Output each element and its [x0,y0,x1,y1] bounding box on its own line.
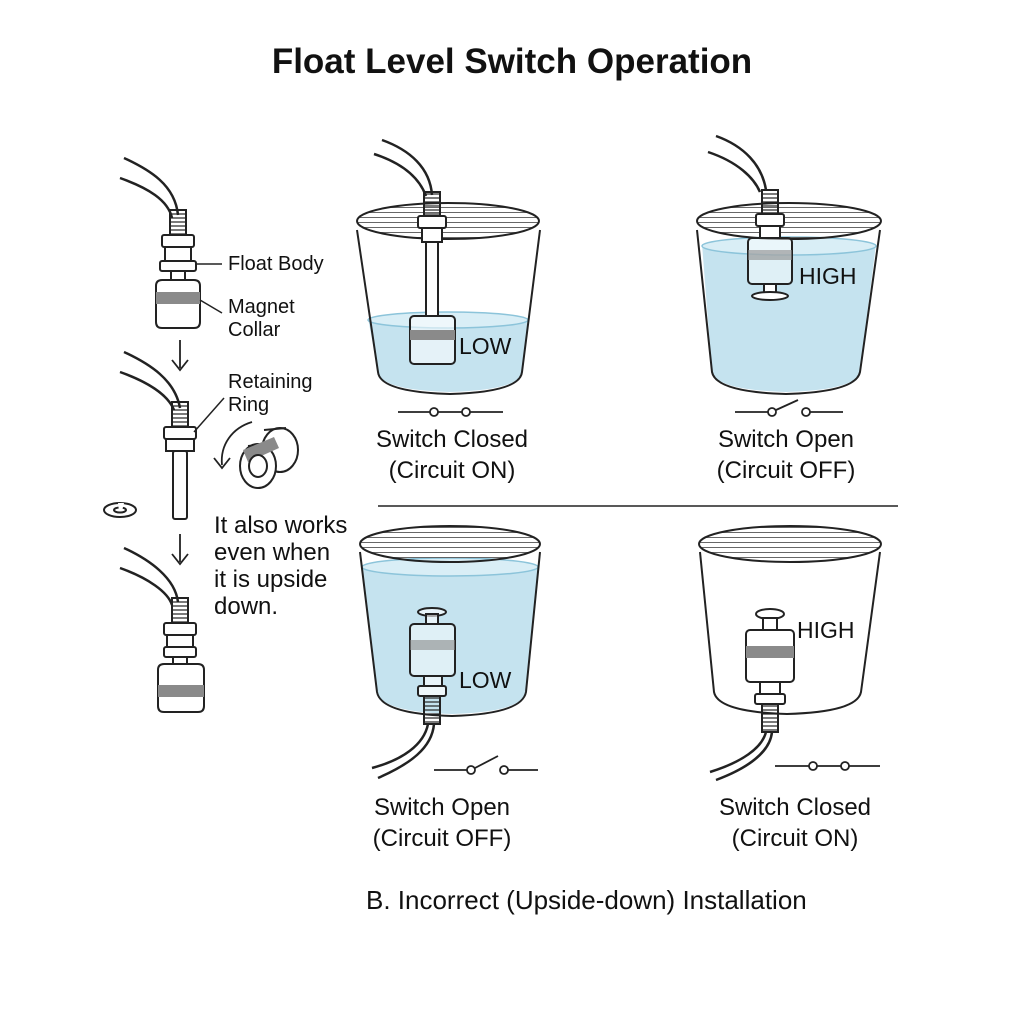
float-body-label: Float Body [228,253,324,275]
magnet-collar-leader [199,299,223,314]
circuit-caption-4: (Circuit ON) [731,825,859,852]
level-label-3: LOW [459,667,512,693]
tank-1 [356,138,541,396]
level-label-2: HIGH [799,263,857,289]
level-label-4: HIGH [797,617,855,643]
circuit-caption-1: (Circuit ON) [388,457,516,484]
note-line-3: it is upside [214,566,328,593]
magnet-collar-icon [239,427,299,489]
retaining-ring-label-line2: Ring [228,394,270,416]
tank-3 [359,525,541,780]
switch-state-caption-2: Switch Open [717,426,855,453]
tank-4 [698,525,882,782]
note-line-2: even when [214,539,331,566]
assembled-float-switch [119,156,201,329]
down-arrow [171,340,189,372]
section-b-footer: B. Incorrect (Upside-down) Installation [366,885,807,915]
page-title: Float Level Switch Operation [271,42,753,81]
switch-state-caption-1: Switch Closed [375,426,529,453]
switch-symbol-closed-1 [398,407,503,417]
retaining-ring-label-line1: Retaining [228,371,313,393]
level-label-1: LOW [459,333,512,359]
float-switch-disassembled [119,350,197,520]
switch-symbol-open-3 [434,755,538,775]
switch-symbol-open-2 [735,399,843,417]
switch-state-caption-3: Switch Open [373,794,511,821]
switch-state-caption-4: Switch Closed [718,794,872,821]
down-arrow [171,534,189,566]
circuit-caption-3: (Circuit OFF) [372,825,512,852]
circuit-caption-2: (Circuit OFF) [716,457,856,484]
tank-2 [696,134,882,396]
inverted-float-switch [119,546,205,713]
switch-symbol-closed-4 [775,761,880,771]
retaining-ring-icon [103,502,137,518]
note-line-1: It also works [214,512,348,539]
curved-arrow [213,421,253,470]
magnet-collar-label-line2: Collar [228,319,281,341]
magnet-collar-label-line1: Magnet [228,296,295,318]
retaining-ring-leader [193,397,225,433]
note-line-4: down. [214,593,279,620]
